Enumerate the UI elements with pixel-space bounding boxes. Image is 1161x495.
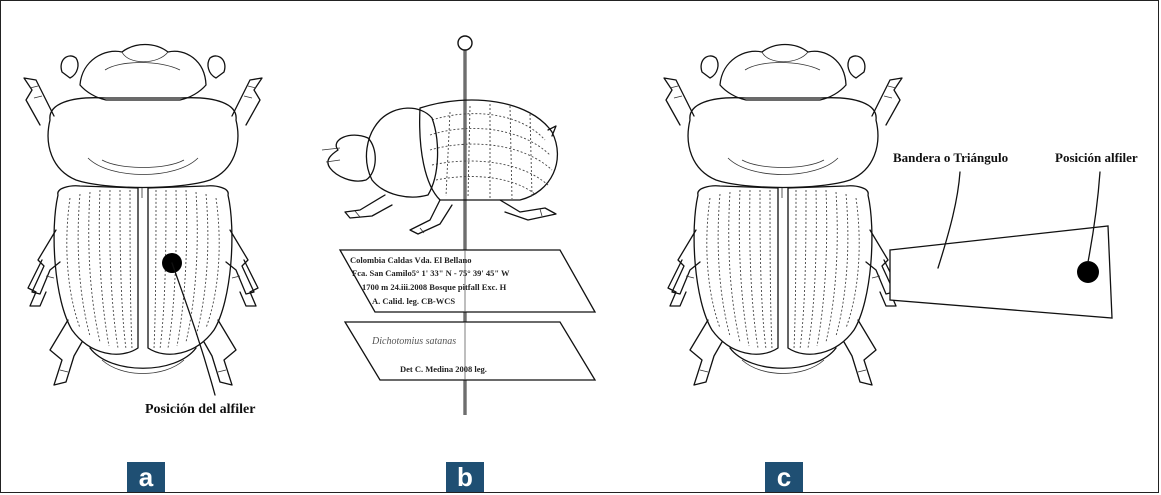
pin-position-dot-c (1077, 261, 1099, 283)
beetle-c (664, 45, 902, 386)
species-name: Dichotomius satanas (371, 336, 456, 347)
pinned-specimen-b (322, 36, 595, 415)
beetle-lateral (322, 100, 557, 234)
locality-label-line-3: 1700 m 24.iii.2008 Bosque pitfall Exc. H (362, 282, 507, 292)
pin-position-caption-a: Posición del alfiler (145, 402, 255, 418)
locality-label-line-1: Colombia Caldas Vda. El Bellano (350, 255, 471, 265)
flag-caption: Bandera o Triángulo (893, 150, 1008, 166)
beetle-a (24, 45, 262, 386)
panel-label-b: b (446, 462, 484, 492)
panel-label-a: a (127, 462, 165, 492)
panel-label-c: c (765, 462, 803, 492)
pin-position-caption-c: Posición alfiler (1055, 150, 1138, 166)
locality-label-line-2: Fca. San Camilo5° 1' 33" N - 75° 39' 45"… (352, 268, 510, 278)
locality-label-line-4: A. Calid. leg. CB-WCS (372, 296, 455, 306)
determiner-line: Det C. Medina 2008 leg. (400, 364, 487, 374)
pin-leader-line-a (172, 263, 215, 395)
